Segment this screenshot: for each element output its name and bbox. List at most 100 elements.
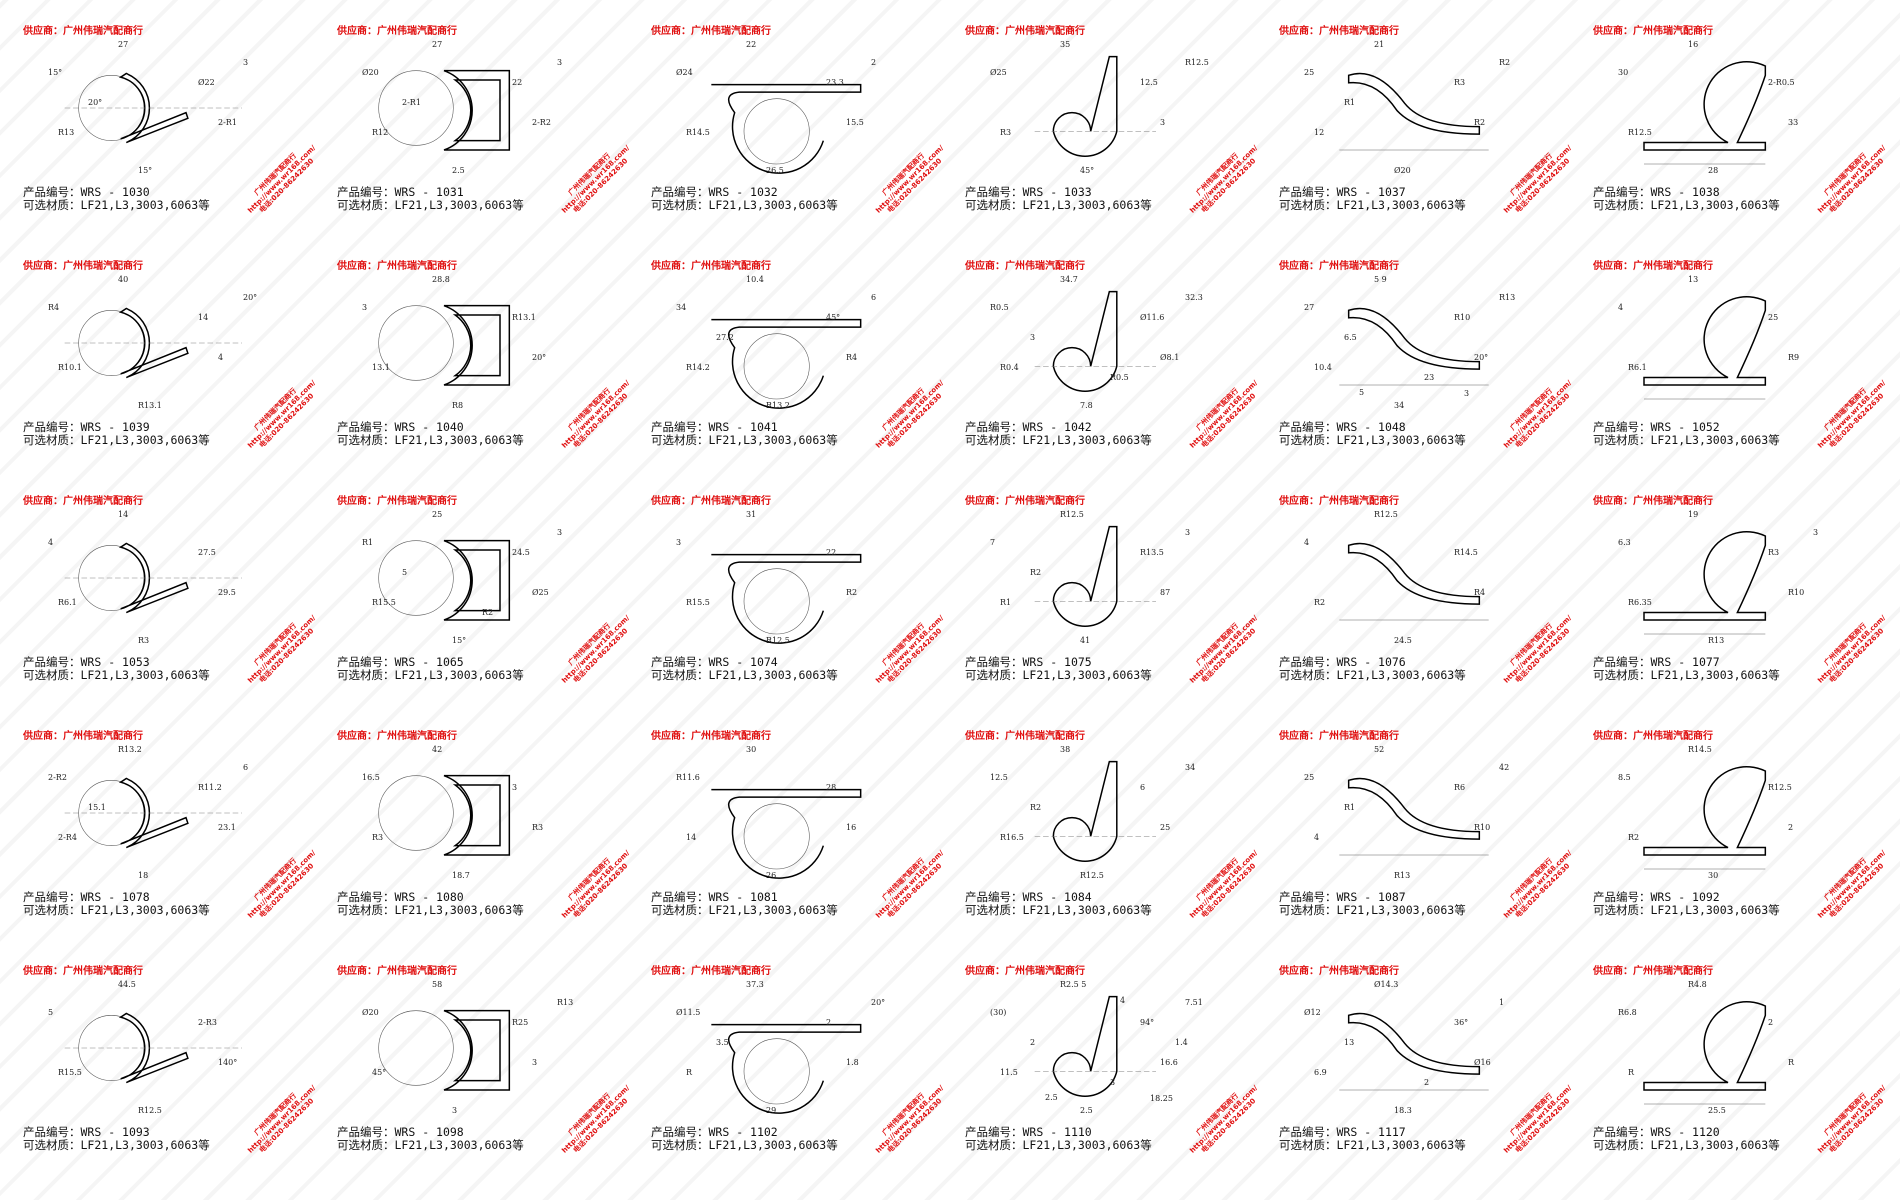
material-list: LF21,L3,3003,6063等 [394,1138,524,1152]
dimension-label: R14.2 [686,363,710,372]
dimension-label: 26.5 [766,166,784,175]
dimension-label: 41 [1080,636,1091,645]
supplier-label: 供应商：广州伟瑞汽配商行 [651,261,771,272]
dimension-label: 12.5 [990,773,1008,782]
product-info: 产品编号：WRS - 1093 可选材质：LF21,L3,3003,6063等 [23,1126,210,1152]
product-code: WRS - 1075 [1022,655,1092,669]
dimension-label: 13 [1688,275,1699,284]
dimension-label: 4 [1120,996,1126,1005]
dimension-label: 27 [432,40,443,49]
material-list: LF21,L3,3003,6063等 [1336,433,1466,447]
dimension-label: 1.8 [846,1058,859,1067]
product-code-label: 产品编号： [1593,185,1651,199]
product-info: 产品编号：WRS - 1087 可选材质：LF21,L3,3003,6063等 [1279,891,1466,917]
dimension-label: 3 [1464,389,1470,398]
dimension-label: R0.5 [990,303,1009,312]
product-code: WRS - 1120 [1650,1125,1720,1139]
material-label: 可选材质： [1279,433,1337,447]
dimension-label: R12.5 [1080,871,1104,880]
supplier-label: 供应商：广州伟瑞汽配商行 [651,731,771,742]
supplier-label: 供应商：广州伟瑞汽配商行 [965,496,1085,507]
dimension-label: 2-R2 [532,118,551,127]
dimension-label: 27 [1304,303,1315,312]
dimension-label: 33 [1788,118,1799,127]
product-info: 产品编号：WRS - 1031 可选材质：LF21,L3,3003,6063等 [337,186,524,212]
product-info: 产品编号：WRS - 1084 可选材质：LF21,L3,3003,6063等 [965,891,1152,917]
profile-drawing [676,508,896,648]
dimension-label: R13.1 [512,313,536,322]
dimension-label: R2 [1030,568,1042,577]
dimension-label: 34 [1394,401,1405,410]
dimension-label: 18 [138,871,149,880]
material-list: LF21,L3,3003,6063等 [394,668,524,682]
dimension-label: 10.4 [1314,363,1332,372]
dimension-label: Ø25 [990,68,1007,77]
product-info: 产品编号：WRS - 1052 可选材质：LF21,L3,3003,6063等 [1593,421,1780,447]
product-code: WRS - 1065 [394,655,464,669]
material-list: LF21,L3,3003,6063等 [1336,198,1466,212]
profile-drawing [1304,978,1524,1118]
profile-drawing [990,978,1210,1118]
dimension-label: R13 [1499,293,1516,302]
product-code: WRS - 1087 [1336,890,1406,904]
dimension-label: R4 [48,303,60,312]
dimension-label: R3 [138,636,150,645]
product-code-label: 产品编号： [337,185,395,199]
product-info: 产品编号：WRS - 1081 可选材质：LF21,L3,3003,6063等 [651,891,838,917]
product-code-label: 产品编号： [651,185,709,199]
dimension-label: R2 [1628,833,1640,842]
product-code-label: 产品编号： [23,1125,81,1139]
dimension-label: 35 [1060,40,1071,49]
dimension-label: 14 [198,313,209,322]
dimension-label: 16 [846,823,857,832]
dimension-label: R10.1 [58,363,82,372]
dimension-label: 3 [1185,528,1191,537]
dimension-label: 22 [746,40,757,49]
dimension-label: 15.1 [88,803,106,812]
dimension-label: R12.5 [1768,783,1792,792]
supplier-label: 供应商：广州伟瑞汽配商行 [337,496,457,507]
dimension-label: 20° [532,353,547,362]
profile-drawing [990,508,1210,648]
supplier-label: 供应商：广州伟瑞汽配商行 [965,966,1085,977]
dimension-label: R2 [1314,598,1326,607]
supplier-label: 供应商：广州伟瑞汽配商行 [23,731,143,742]
dimension-label: 40 [118,275,129,284]
profile-outline [1643,295,1767,400]
dimension-label: R [686,1068,693,1077]
product-code-label: 产品编号： [337,890,395,904]
dimension-label: R6.8 [1618,1008,1637,1017]
dimension-label: R2.5 5 [1060,980,1087,989]
product-code: WRS - 1041 [708,420,778,434]
dimension-label: 14 [118,510,129,519]
profile-drawing [676,978,896,1118]
dimension-label: 4 [218,353,224,362]
dimension-label: 7 [990,538,996,547]
product-code-label: 产品编号： [965,890,1023,904]
dimension-label: 2-R1 [218,118,237,127]
material-label: 可选材质： [651,1138,709,1152]
profile-drawing [1618,273,1838,413]
dimension-label: R10 [1454,313,1471,322]
product-code-label: 产品编号： [1279,420,1337,434]
dimension-label: R2 [1499,58,1511,67]
dimension-label: 28 [1708,166,1719,175]
dimension-label: 2 [1030,1038,1036,1047]
product-code-label: 产品编号： [1593,655,1651,669]
dimension-label: 3 [557,58,563,67]
material-list: LF21,L3,3003,6063等 [1022,1138,1152,1152]
material-label: 可选材质： [1593,668,1651,682]
dimension-label: 3 [532,1058,538,1067]
